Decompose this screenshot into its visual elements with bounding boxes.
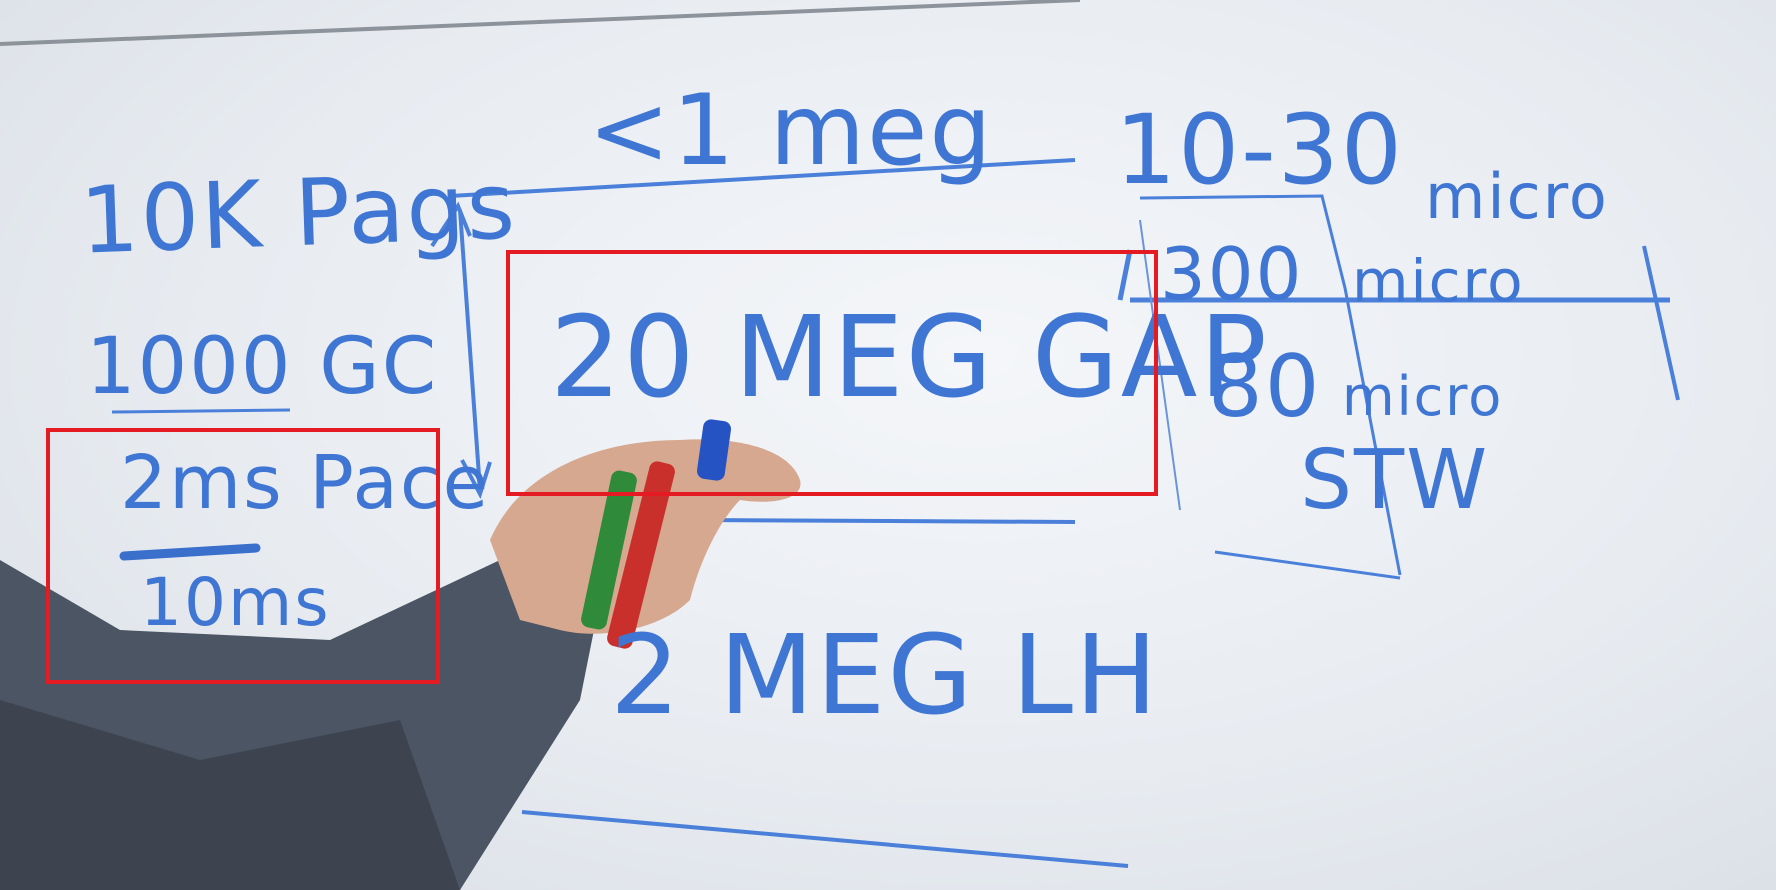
limit-note: 10ms [140,564,331,641]
right-bracket-tick [1117,249,1133,301]
mid-unit-note: micro [1352,247,1525,315]
presenter-arm-shade [0,700,460,890]
arrow-head-up [430,201,472,248]
bottom-line [521,810,1129,868]
right-bracket-left [1139,219,1181,511]
double-arrow [458,209,482,491]
gc-note: 1000 GC [86,322,439,412]
range-unit-note: micro [1425,160,1609,233]
pages-note: 10K Pags [78,152,519,275]
right-bracket [1139,194,1402,576]
gc-underline [111,408,291,414]
blue-marker [696,419,732,481]
top-divider-line [449,158,1076,198]
right-tick-end [1642,245,1680,401]
gap-lower-line [699,518,1076,524]
gap-highlight-box [506,250,1158,496]
low-note: 80 [1208,337,1322,437]
mid-note: 300 [1160,232,1304,316]
top-note-under-1-meg: <1 meg [588,74,994,188]
board-frame-top [0,0,1081,46]
lh-note: 2 MEG LH [610,611,1160,739]
pace-fraction-bar [119,543,261,561]
low-unit-note: micro [1342,365,1504,428]
right-bracket-bottom [1214,550,1401,580]
gap-note: 20 MEG GAP [550,293,1269,423]
red-marker [607,461,675,649]
green-marker [581,470,637,630]
stw-note: STW [1300,433,1490,528]
range-note: 10-30 [1115,94,1404,206]
pace-highlight-box [46,428,440,684]
pace-note: 2ms Pace [120,440,491,526]
arrow-head-down [460,459,492,500]
